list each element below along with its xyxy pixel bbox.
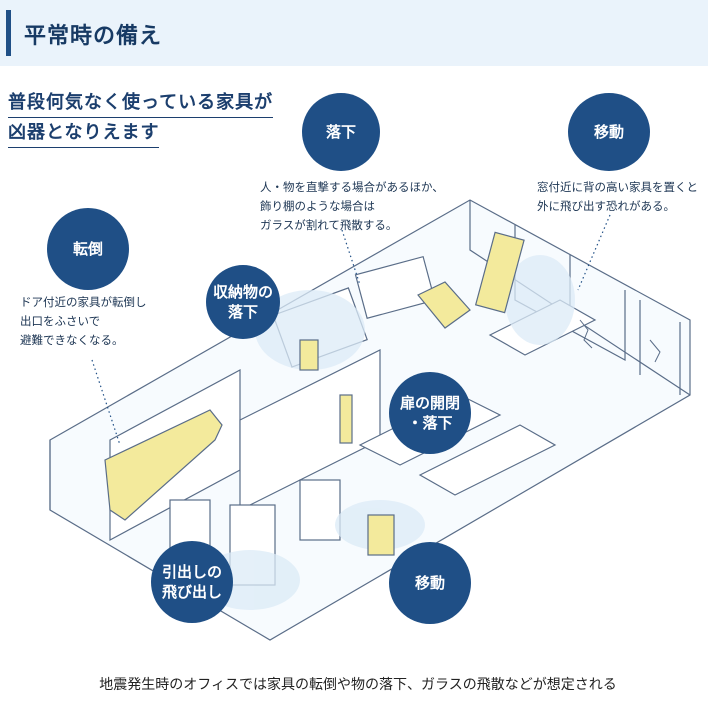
- cabinet-3: [299, 479, 341, 541]
- motion-wash-2: [505, 255, 575, 345]
- glass-crack-2: [649, 339, 661, 363]
- section-title: 平常時の備え: [24, 24, 163, 49]
- figure-caption: 地震発生時のオフィスでは家具の転倒や物の落下、ガラスの飛散などが想定される: [99, 677, 617, 693]
- leader-overturn: [91, 359, 121, 446]
- label-door-open-fall: 扉の開閉 ・落下: [389, 372, 471, 454]
- right-wall: [469, 200, 691, 396]
- door-highlight: [339, 394, 353, 444]
- glass-crack-1: [579, 319, 593, 349]
- headline-line-1: 普段何気なく使っている家具が: [8, 88, 274, 118]
- leader-move: [577, 214, 611, 291]
- label-move-window: 移動: [568, 93, 650, 171]
- drawer-cart-highlight: [367, 514, 395, 556]
- wall-shelf-highlight: [299, 339, 319, 371]
- desk-row-2: [418, 424, 557, 496]
- falling-box-highlight: [417, 281, 471, 329]
- label-drawer-popout: 引出しの 飛び出し: [151, 541, 233, 623]
- label-fall: 落下: [302, 93, 380, 171]
- label-storage-fall: 収納物の 落下: [206, 265, 280, 339]
- label-move-floor: 移動: [389, 542, 471, 624]
- tall-shelf-highlight: [474, 231, 525, 314]
- overturned-cabinet-highlight: [104, 409, 223, 521]
- note-fall: 人・物を直撃する場合があるほか、 飾り棚のような場合は ガラスが割れて飛散する。: [260, 180, 444, 232]
- note-move: 窓付近に背の高い家具を置くと 外に飛び出す恐れがある。: [537, 180, 698, 213]
- label-overturn: 転倒: [47, 208, 129, 290]
- motion-wash-1: [255, 290, 365, 370]
- section-header: 平常時の備え: [0, 0, 708, 66]
- headline-line-2: 凶器となりえます: [8, 118, 160, 148]
- header-accent-bar: [6, 10, 11, 56]
- note-overturn: ドア付近の家具が転倒し 出口をふさいで 避難できなくなる。: [20, 295, 147, 347]
- shelf-falling-2: [354, 255, 436, 320]
- leader-fall: [341, 229, 361, 286]
